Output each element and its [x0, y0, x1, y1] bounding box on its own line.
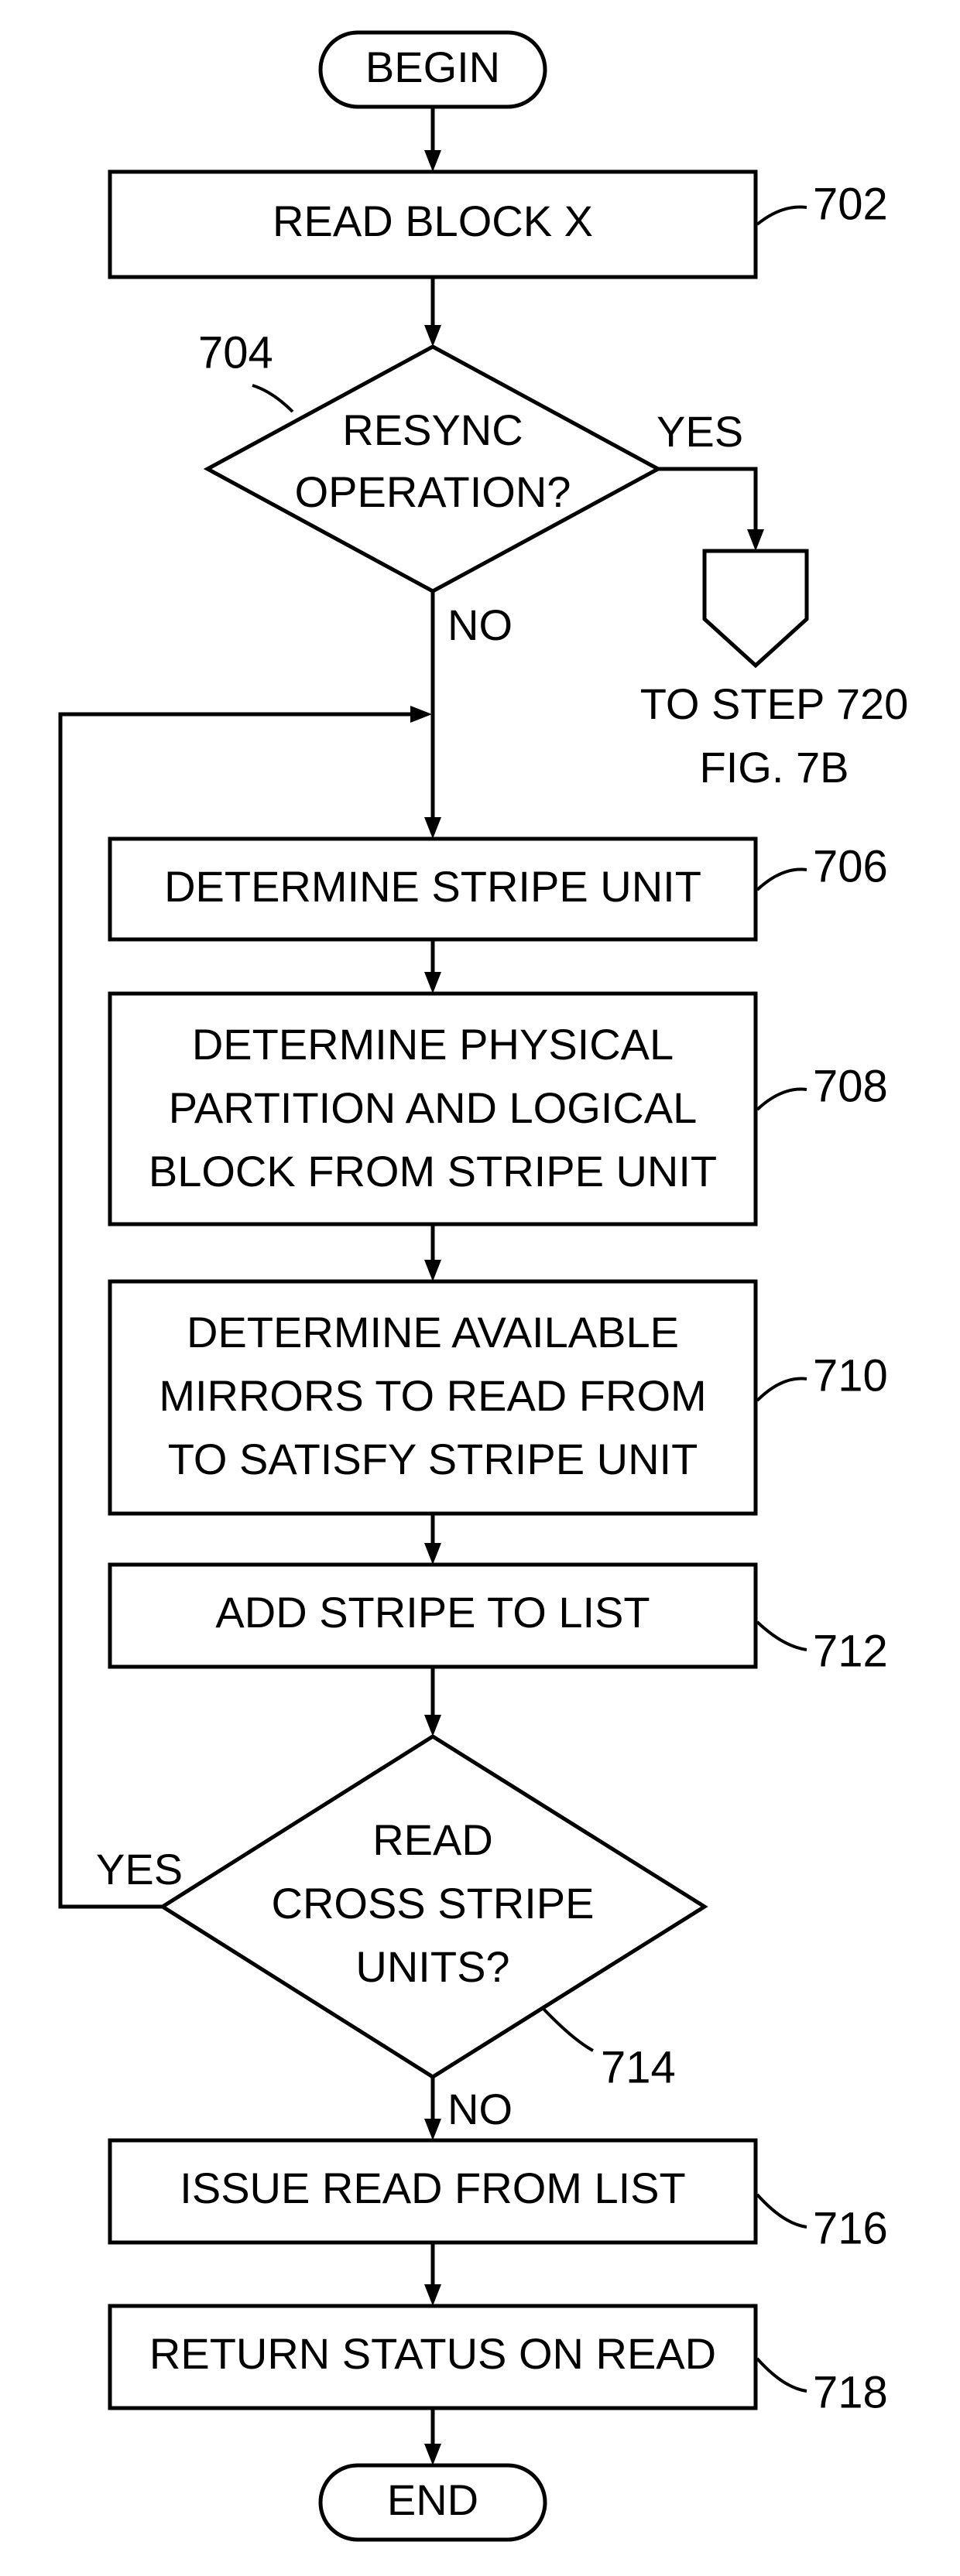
- decision-704-line2: OPERATION?: [295, 467, 571, 516]
- begin-label: BEGIN: [365, 43, 500, 91]
- arrowhead: [424, 972, 441, 994]
- arrowhead: [424, 1715, 441, 1736]
- loop-join-arrowhead: [410, 706, 432, 723]
- ref-leader-702: [757, 207, 807, 224]
- arrowhead: [424, 2444, 441, 2465]
- end-label: END: [387, 2475, 478, 2524]
- step-716-label: ISSUE READ FROM LIST: [180, 2164, 685, 2212]
- ref-710: 710: [813, 1350, 888, 1401]
- step-708-line2: PARTITION AND LOGICAL: [169, 1083, 698, 1132]
- decision-714-no-label: NO: [447, 2085, 513, 2133]
- ref-712: 712: [813, 1626, 888, 1676]
- arrowhead: [424, 2119, 441, 2140]
- decision-704-no-label: NO: [447, 600, 513, 649]
- arrowhead: [747, 529, 764, 551]
- arrowhead: [424, 2284, 441, 2306]
- arrowhead: [424, 325, 441, 347]
- ref-leader-704: [252, 385, 293, 412]
- step-710-line2: MIRRORS TO READ FROM: [159, 1371, 706, 1420]
- offpage-line1: TO STEP 720: [640, 679, 909, 728]
- ref-716: 716: [813, 2203, 888, 2253]
- arrowhead: [424, 150, 441, 172]
- ref-714: 714: [601, 2042, 676, 2092]
- ref-leader-712: [757, 1622, 807, 1650]
- decision-714-line2: CROSS STRIPE: [272, 1879, 595, 1928]
- step-712-label: ADD STRIPE TO LIST: [215, 1588, 650, 1637]
- ref-718: 718: [813, 2367, 888, 2417]
- step-708-line1: DETERMINE PHYSICAL: [192, 1020, 674, 1069]
- decision-714-line3: UNITS?: [355, 1942, 509, 1991]
- ref-leader-710: [757, 1379, 807, 1401]
- ref-708: 708: [813, 1061, 888, 1111]
- ref-702: 702: [813, 179, 888, 229]
- step-710-line1: DETERMINE AVAILABLE: [187, 1308, 679, 1356]
- decision-714-yes-label: YES: [96, 1845, 183, 1894]
- arrowhead: [424, 1260, 441, 1281]
- decision-704-line1: RESYNC: [342, 405, 523, 454]
- step-706-label: DETERMINE STRIPE UNIT: [164, 862, 701, 911]
- ref-leader-714: [542, 2007, 593, 2051]
- step-718-label: RETURN STATUS ON READ: [149, 2329, 716, 2378]
- ref-leader-708: [757, 1090, 807, 1110]
- offpage-line2: FIG. 7B: [700, 743, 849, 792]
- decision-704-yes-label: YES: [657, 407, 743, 456]
- connector-704-yes: [658, 469, 756, 534]
- arrowhead: [424, 1543, 441, 1565]
- step-708-line3: BLOCK FROM STRIPE UNIT: [149, 1147, 717, 1196]
- ref-leader-718: [757, 2359, 807, 2391]
- ref-704: 704: [198, 327, 273, 378]
- decision-714-line1: READ: [372, 1815, 493, 1864]
- step-702-label: READ BLOCK X: [273, 197, 593, 245]
- ref-706: 706: [813, 841, 888, 891]
- step-710-line3: TO SATISFY STRIPE UNIT: [168, 1435, 698, 1483]
- ref-leader-716: [757, 2195, 807, 2227]
- ref-leader-706: [757, 870, 807, 890]
- offpage-connector: [705, 551, 807, 665]
- arrowhead: [424, 817, 441, 839]
